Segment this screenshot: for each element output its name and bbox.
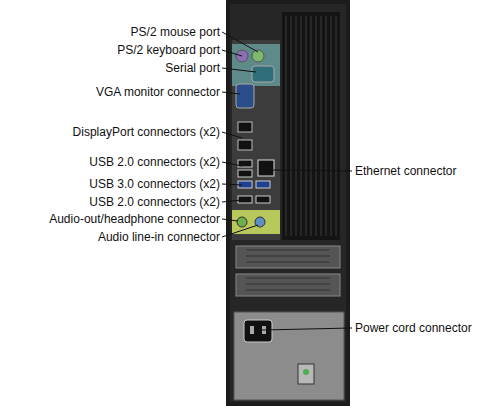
part-label: Audio-out/headphone connector	[49, 212, 220, 226]
expansion-slot	[236, 246, 340, 268]
power-socket	[244, 320, 272, 342]
displayport	[238, 122, 252, 132]
io-legacy-area	[232, 44, 280, 86]
vent-grill	[282, 12, 340, 240]
leader-lines	[222, 32, 352, 330]
part-label: USB 3.0 connectors (x2)	[89, 177, 220, 191]
usb-port	[238, 196, 252, 203]
psu-test-button	[298, 364, 314, 384]
audio-area	[232, 210, 280, 234]
usb-port	[238, 170, 252, 177]
part-label: Serial port	[165, 61, 220, 75]
usb3-port	[256, 181, 270, 188]
part-label: PS/2 mouse port	[131, 25, 220, 39]
displayport	[238, 140, 252, 150]
power-supply	[234, 312, 344, 400]
part-label: DisplayPort connectors (x2)	[73, 125, 220, 139]
tower-body	[226, 0, 350, 406]
vent-lines	[286, 16, 336, 236]
part-label: VGA monitor connector	[96, 85, 220, 99]
psu-led	[303, 369, 309, 375]
tower-frame	[230, 4, 346, 402]
usb-port	[256, 196, 270, 203]
part-label: Audio line-in connector	[98, 230, 220, 244]
vga-port	[236, 84, 254, 108]
ethernet-port	[258, 160, 274, 176]
part-label: USB 2.0 connectors (x2)	[89, 195, 220, 209]
serial-port	[252, 66, 274, 82]
part-label: PS/2 keyboard port	[117, 43, 220, 57]
expansion-slot	[236, 274, 340, 296]
power-pin	[250, 326, 254, 334]
part-label: Power cord connector	[355, 321, 472, 335]
part-label: Ethernet connector	[355, 164, 456, 178]
slot-vents	[246, 250, 330, 290]
part-label: USB 2.0 connectors (x2)	[89, 155, 220, 169]
audio-out-jack	[237, 217, 247, 227]
